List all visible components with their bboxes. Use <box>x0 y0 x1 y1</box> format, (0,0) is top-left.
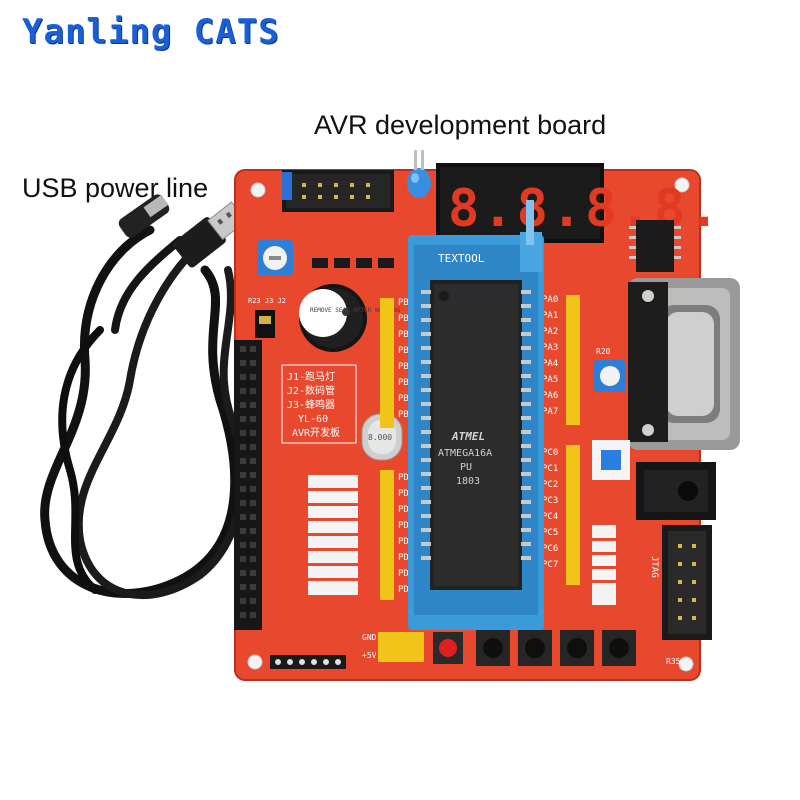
pd7-label: PD7 <box>398 585 414 595</box>
pc5-label: PC5 <box>542 528 558 538</box>
pb1-label: PB1 <box>398 314 414 324</box>
j-labels: R23 J3 J2 <box>248 297 286 305</box>
board-caption: AVR development board <box>314 110 607 140</box>
r20-label: R20 <box>596 347 611 356</box>
pa3-label: PA3 <box>542 343 558 353</box>
trim-potentiometer <box>257 240 293 276</box>
atmega-chip <box>421 280 531 590</box>
tactile-button-1 <box>476 630 510 666</box>
pc3-label: PC3 <box>542 496 558 506</box>
brand-watermark: Yanling CATS <box>22 12 280 52</box>
jumper-j1 <box>255 310 275 338</box>
board-model-label: YL-60 <box>298 414 328 425</box>
tactile-button-2 <box>518 630 552 666</box>
resistor-array-right <box>592 525 616 605</box>
seven-segment-display <box>436 163 604 243</box>
pa2-label: PA2 <box>542 327 558 337</box>
pb2-label: PB2 <box>398 330 414 340</box>
jumper-note-2: J2-数码管 <box>287 384 335 397</box>
yellow-header-left <box>380 298 394 600</box>
display-digits: 8.8.8.8. <box>448 179 722 239</box>
power-pin-header <box>378 632 424 662</box>
pb4-label: PB4 <box>398 362 414 372</box>
pd5-label: PD5 <box>398 553 414 563</box>
transistor-row <box>312 258 394 268</box>
tactile-button-4 <box>602 630 636 666</box>
pc1-label: PC1 <box>542 464 558 474</box>
pa0-label: PA0 <box>542 295 558 305</box>
chip-model: ATMEGA16A <box>438 448 492 459</box>
blue-capacitor <box>407 150 431 198</box>
pd3-label: PD3 <box>398 521 414 531</box>
potentiometer-r20 <box>594 360 626 392</box>
gnd-label: GND <box>362 633 377 642</box>
socket-brand-label: TEXTOOL <box>438 252 485 265</box>
pa4-label: PA4 <box>542 359 558 369</box>
chip-maker: ATMEL <box>451 430 485 443</box>
pc4-label: PC4 <box>542 512 558 522</box>
pa1-label: PA1 <box>542 311 558 321</box>
pd6-label: PD6 <box>398 569 414 579</box>
top-box-header <box>282 170 394 212</box>
dc-barrel-plug <box>118 194 170 238</box>
pd0-label: PD0 <box>398 473 414 483</box>
jumper-note-1: J1-跑马灯 <box>287 370 335 383</box>
pb0-label: PB0 <box>398 298 414 308</box>
pa7-label: PA7 <box>542 407 558 417</box>
vcc-label: +5V <box>362 651 377 660</box>
pd1-label: PD1 <box>398 489 414 499</box>
r35-label: R35 <box>666 657 681 666</box>
buzzer-seal-label: REMOVE SEAL AFTER WASHING <box>310 307 401 314</box>
power-switch <box>592 440 630 480</box>
usb-cable <box>40 225 246 600</box>
max232-chip <box>629 220 681 272</box>
pc6-label: PC6 <box>542 544 558 554</box>
usb-cable-caption: USB power line <box>22 173 209 203</box>
chip-date-code: 1803 <box>456 476 480 487</box>
dc-power-jack <box>636 462 716 520</box>
jtag-label: JTAG <box>649 556 659 578</box>
pb5-label: PB5 <box>398 378 414 388</box>
jtag-header <box>662 525 712 640</box>
bottom-pin-header <box>270 655 346 669</box>
yellow-header-right <box>566 295 580 585</box>
pb6-label: PB6 <box>398 394 414 404</box>
pc2-label: PC2 <box>542 480 558 490</box>
reset-button <box>433 632 463 664</box>
pc7-label: PC7 <box>542 560 558 570</box>
left-female-header <box>234 340 262 630</box>
pd2-label: PD2 <box>398 505 414 515</box>
chip-package: PU <box>460 462 472 473</box>
pb3-label: PB3 <box>398 346 414 356</box>
pa5-label: PA5 <box>542 375 558 385</box>
tactile-button-3 <box>560 630 594 666</box>
pc0-label: PC0 <box>542 448 558 458</box>
jumper-note-3: J3-蜂鸣器 <box>287 398 335 411</box>
pb7-label: PB7 <box>398 410 414 420</box>
db9-serial-connector <box>628 278 740 450</box>
pa6-label: PA6 <box>542 391 558 401</box>
pd4-label: PD4 <box>398 537 414 547</box>
crystal-label: 8.000 <box>368 433 392 442</box>
buzzer <box>299 284 367 352</box>
board-name-label: AVR开发板 <box>292 426 340 439</box>
silkscreen-note-box <box>281 364 357 444</box>
led-resistor-array <box>308 475 358 595</box>
port-labels: PB0 PB1 PB2 PB3 PB4 PB5 PB6 PB7 PA0 PA1 … <box>398 295 558 595</box>
